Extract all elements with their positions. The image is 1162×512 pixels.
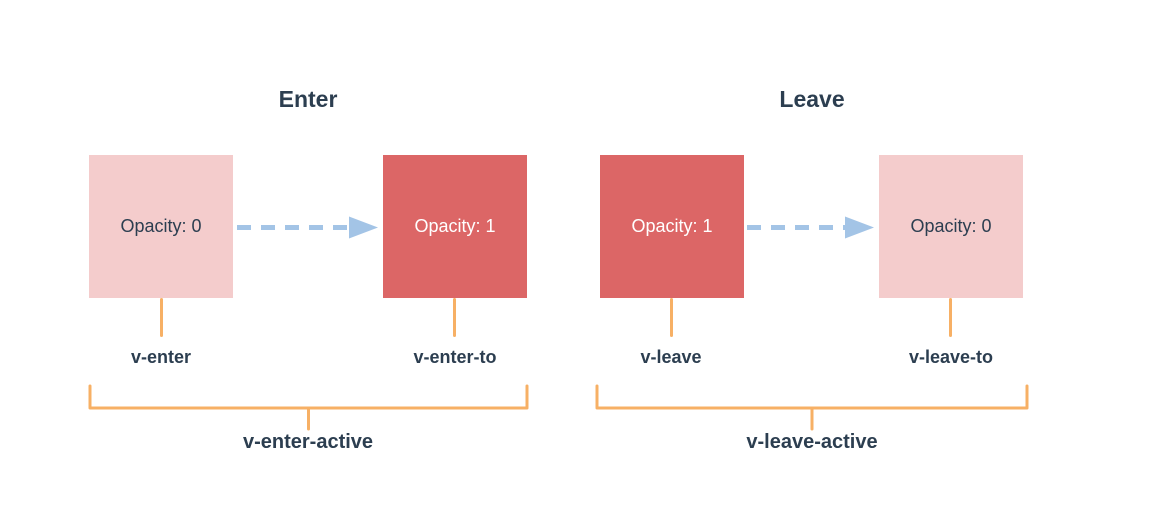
leave-bracket-icon — [595, 384, 1029, 431]
enter-bracket-icon — [88, 384, 529, 431]
leave-section-title: Leave — [779, 86, 845, 112]
connector-line — [453, 298, 456, 337]
leave-end-box: Opacity: 0 — [879, 155, 1023, 298]
opacity-label: Opacity: 0 — [120, 216, 202, 236]
enter-section-title: Enter — [278, 86, 338, 112]
opacity-label: Opacity: 1 — [631, 216, 713, 236]
enter-start-box: Opacity: 0 — [89, 155, 233, 298]
connector-line — [160, 298, 163, 337]
enter-dashed-arrow-icon — [237, 216, 378, 239]
v-enter-active-label: v-enter-active — [242, 431, 374, 453]
v-enter-to-label: v-enter-to — [413, 347, 497, 367]
v-leave-active-label: v-leave-active — [746, 431, 878, 453]
v-enter-label: v-enter — [130, 347, 192, 367]
opacity-label: Opacity: 0 — [910, 216, 992, 236]
connector-line — [670, 298, 673, 337]
connector-line — [949, 298, 952, 337]
v-leave-to-label: v-leave-to — [908, 347, 994, 367]
enter-end-box: Opacity: 1 — [383, 155, 527, 298]
leave-start-box: Opacity: 1 — [600, 155, 744, 298]
v-leave-label: v-leave — [640, 347, 702, 367]
leave-dashed-arrow-icon — [747, 216, 874, 239]
opacity-label: Opacity: 1 — [414, 216, 496, 236]
